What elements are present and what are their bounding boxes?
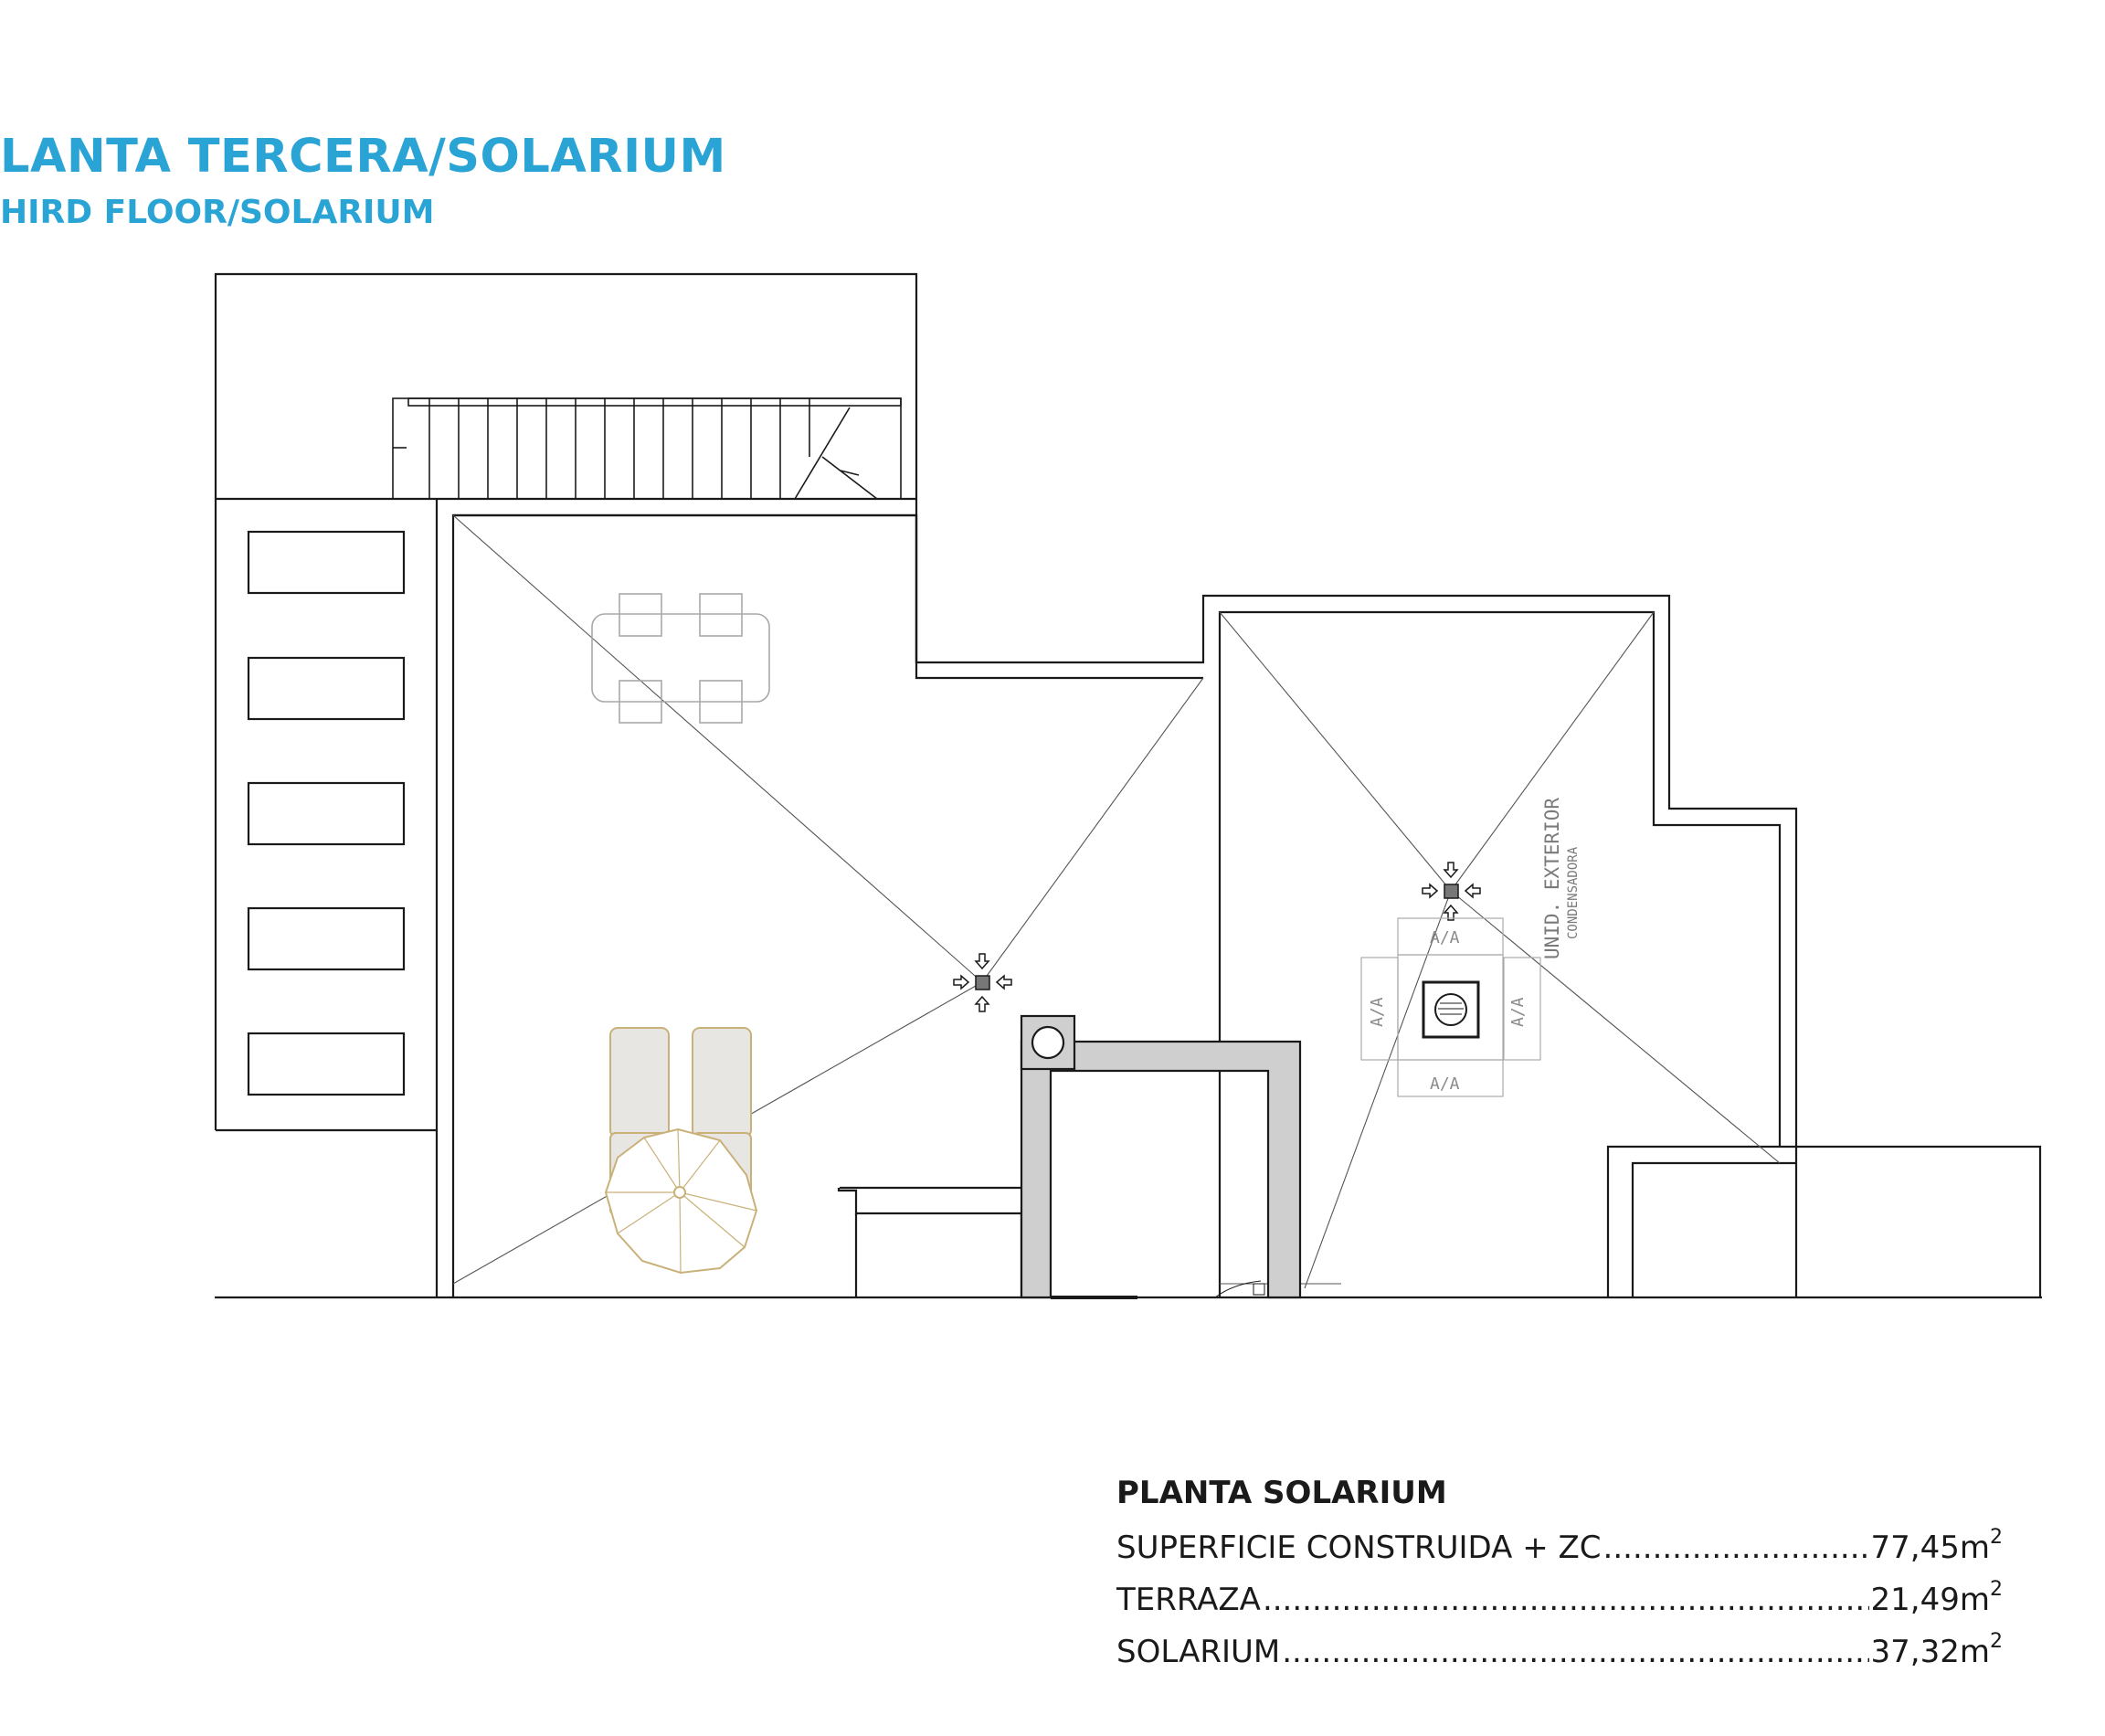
area-value: 77,45m2	[1870, 1526, 2003, 1566]
drain-symbol-left	[953, 953, 1012, 1012]
plan-title-spanish: LANTA TERCERA/SOLARIUM	[0, 130, 726, 184]
roof-slope-lines	[452, 514, 1781, 1289]
ac-outdoor-unit	[1360, 917, 1541, 1097]
left-parapet-column	[214, 499, 439, 1297]
ac-label-left: A/A	[1368, 997, 1387, 1027]
unit-label-condensadora: CONDENSADORA	[1566, 846, 1581, 939]
area-summary-heading: PLANTA SOLARIUM	[1116, 1475, 1447, 1511]
dining-table-set	[591, 593, 770, 724]
unit-label-exterior: UNID. EXTERIOR	[1541, 798, 1563, 959]
leader-dots	[1603, 1528, 1869, 1569]
area-value: 21,49m2	[1870, 1578, 2003, 1618]
area-label: SUPERFICIE CONSTRUIDA + ZC	[1116, 1530, 1602, 1566]
area-row: SOLARIUM 37,32m2	[1116, 1621, 2003, 1673]
ac-label-top: A/A	[1430, 928, 1460, 947]
ac-label-bottom: A/A	[1430, 1074, 1460, 1094]
drain-symbol-right	[1422, 862, 1481, 921]
ac-label-right: A/A	[1508, 997, 1528, 1027]
solarium-outline	[437, 497, 2042, 1297]
area-value: 37,32m2	[1870, 1630, 2003, 1670]
area-row: SUPERFICIE CONSTRUIDA + ZC 77,45m2	[1116, 1517, 2003, 1569]
stair-block-outline	[214, 272, 918, 499]
plan-title-english: HIRD FLOOR/SOLARIUM	[0, 194, 435, 231]
area-label: SOLARIUM	[1116, 1634, 1281, 1670]
leader-dots	[1282, 1632, 1868, 1673]
staircase	[392, 397, 902, 500]
leader-dots	[1263, 1580, 1869, 1621]
area-row: TERRAZA 21,49m2	[1116, 1569, 2003, 1621]
sun-loungers-umbrella	[604, 1027, 758, 1275]
area-label: TERRAZA	[1116, 1582, 1261, 1618]
area-summary: PLANTA SOLARIUM SUPERFICIE CONSTRUIDA + …	[1116, 1475, 2003, 1673]
shaft-wall	[1020, 1014, 1302, 1299]
